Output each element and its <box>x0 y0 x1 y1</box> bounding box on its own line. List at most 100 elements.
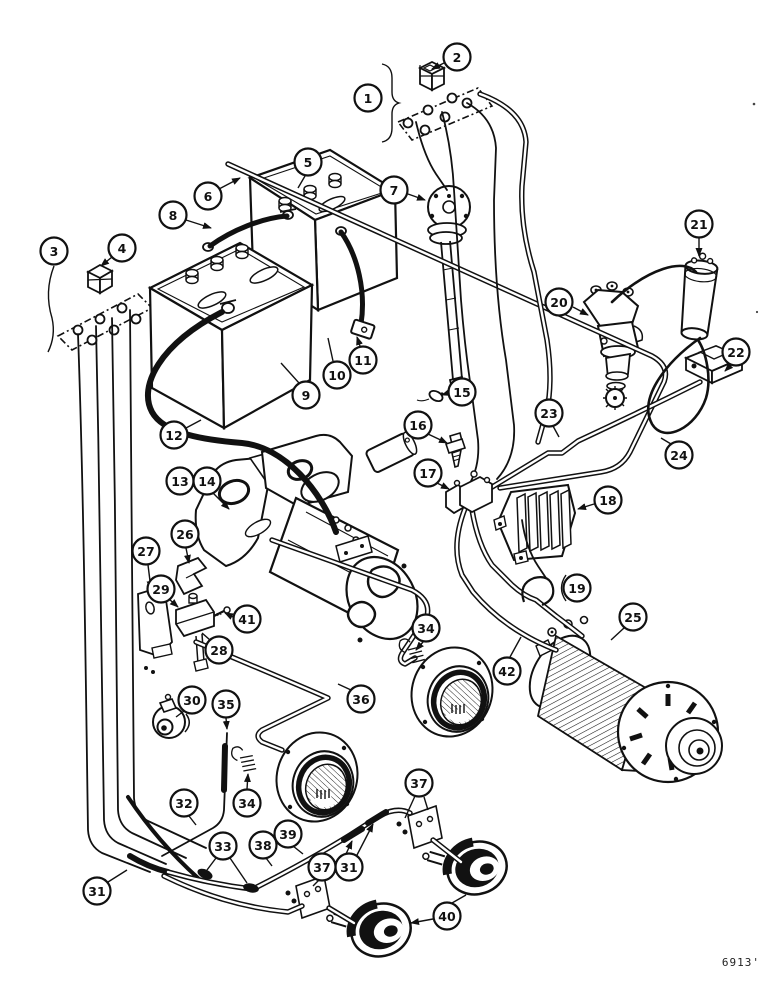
strap-10 <box>338 229 365 327</box>
callout-balloon <box>232 604 262 634</box>
callout-number: 5 <box>304 155 313 170</box>
callout-balloon <box>169 788 199 818</box>
callout-number: 3 <box>50 244 59 259</box>
callout-number: 37 <box>410 776 427 791</box>
callout-leader <box>560 574 567 602</box>
callout-balloon <box>107 233 137 263</box>
rod-gauge-1 <box>430 837 464 865</box>
callout-number: 1 <box>364 91 373 106</box>
callout-12: 12 <box>159 419 202 450</box>
callout-number: 39 <box>279 827 296 842</box>
callout-36: 36 <box>337 683 376 714</box>
callout-leader <box>185 419 202 429</box>
pressure-switch-30 <box>152 693 190 739</box>
callout-32: 32 <box>169 788 199 826</box>
callout-number: 13 <box>171 474 188 489</box>
wire-35-sleeve <box>221 743 228 793</box>
harness-lower-run <box>161 873 305 915</box>
callout-balloon <box>346 684 376 714</box>
callout-balloon <box>353 83 383 113</box>
callout-21: 21 <box>684 209 714 257</box>
callout-leader <box>222 717 230 730</box>
callout-22: 22 <box>721 337 751 372</box>
callout-number: 34 <box>417 621 435 636</box>
callout-balloon <box>348 345 378 375</box>
callout-39: 39 <box>273 819 304 855</box>
callout-balloon <box>170 519 200 549</box>
harness-36 <box>193 639 331 753</box>
callout-balloon <box>721 337 751 367</box>
callout-balloon <box>562 573 592 603</box>
callout-leader <box>610 627 625 641</box>
callout-number: 12 <box>165 428 182 443</box>
callout-number: 17 <box>419 466 436 481</box>
callout-30: 30 <box>175 685 207 718</box>
callout-balloon <box>211 689 241 719</box>
callout-leader <box>243 773 251 790</box>
callout-number: 10 <box>328 368 346 383</box>
wire-plate-b <box>441 111 480 484</box>
callout-leader <box>327 337 334 362</box>
callout-leader <box>107 869 128 883</box>
callout-1: 1 <box>353 63 402 143</box>
callout-3: 3 <box>39 236 69 353</box>
callout-17: 17 <box>413 458 450 490</box>
callout-41: 41 <box>224 604 262 634</box>
callout-37: 37 <box>404 768 434 819</box>
callout-8: 8 <box>158 200 212 230</box>
callout-leader <box>577 503 595 510</box>
callout-number: 6 <box>204 189 213 204</box>
callout-number: 9 <box>302 388 311 403</box>
callout-20: 20 <box>544 287 589 317</box>
clamp-19 <box>521 576 555 607</box>
callout-18: 18 <box>577 485 623 515</box>
callout-6: 6 <box>193 177 241 211</box>
callout-leader <box>404 795 416 819</box>
callout-7: 7 <box>379 175 426 205</box>
connector-block-2 <box>417 60 447 92</box>
callout-number: 8 <box>169 208 178 223</box>
voltage-regulator-18 <box>493 483 577 565</box>
callout-number: 7 <box>390 183 399 198</box>
callout-number: 23 <box>540 406 557 421</box>
callout-leader <box>280 362 300 384</box>
callout-leader <box>185 219 212 229</box>
connector-plate-3 <box>56 293 154 351</box>
alternator-25 <box>528 615 723 784</box>
callout-balloon <box>193 181 223 211</box>
callout-number: 28 <box>210 643 227 658</box>
junction-33a <box>197 868 213 880</box>
connector-block-4 <box>86 263 114 295</box>
callout-balloon <box>404 768 434 798</box>
callout-leader <box>183 547 191 564</box>
harness-17-alternator <box>469 507 585 639</box>
callout-balloon <box>442 42 472 72</box>
callout-leader <box>407 193 426 201</box>
callout-number: 37 <box>313 860 330 875</box>
cable-31-sleeve <box>127 853 171 875</box>
sleeve-31b-2 <box>365 809 389 826</box>
starter-motor-13-14 <box>194 433 419 643</box>
callout-24: 24 <box>660 437 694 470</box>
harness-23-24 <box>481 379 703 495</box>
callout-number: 26 <box>176 527 194 542</box>
callout-balloon <box>146 574 176 604</box>
callout-number: 4 <box>118 241 127 256</box>
callout-balloon <box>158 200 188 230</box>
callout-leader <box>724 362 734 372</box>
callout-balloon <box>131 536 161 566</box>
bundle-v2 <box>95 325 167 865</box>
callout-16: 16 <box>403 410 448 444</box>
callout-35: 35 <box>211 689 241 730</box>
callout-34: 34 <box>411 613 441 651</box>
ht-wire-loop <box>647 336 710 435</box>
figure-code: 6913' <box>722 956 760 969</box>
callout-leader <box>100 256 113 267</box>
callout-leader <box>552 425 560 438</box>
bundle-v1 <box>77 333 151 873</box>
callout-14: 14 <box>192 466 230 510</box>
callout-leader <box>423 796 429 811</box>
